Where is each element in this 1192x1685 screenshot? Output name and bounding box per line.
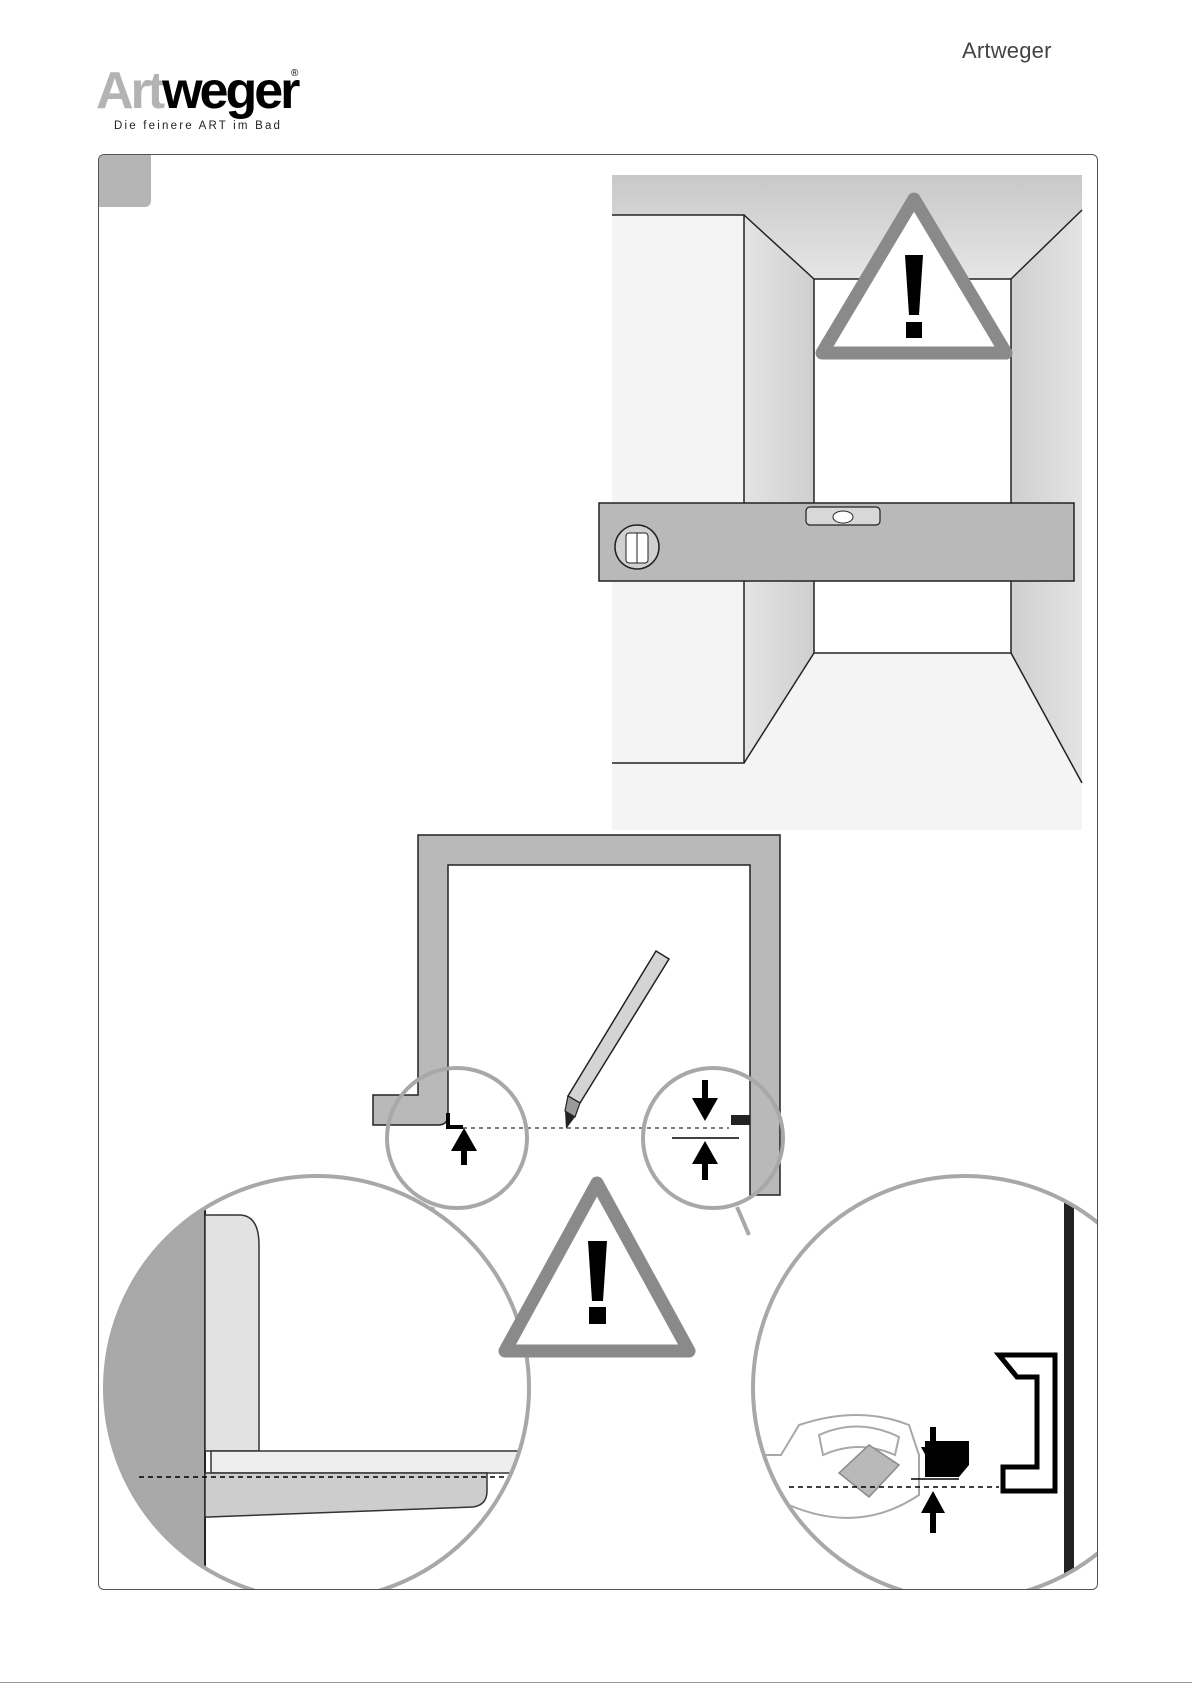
logo-wordmark: Artweger [96, 62, 297, 120]
company-logo: Artweger ® Die feinere ART im Bad [96, 62, 306, 132]
instruction-panel [98, 154, 1098, 1590]
arrow-down-icon [692, 1080, 718, 1121]
detail-seal-profile [644, 1175, 1097, 1589]
arrow-up-icon [692, 1141, 718, 1180]
warning-icon [505, 1183, 689, 1351]
shower-base-scene [373, 835, 783, 1235]
arrow-up-icon [451, 1128, 477, 1165]
instruction-illustration [99, 155, 1097, 1589]
logo-word-dark: weger [162, 62, 297, 120]
detail-wall-profile [99, 1175, 541, 1589]
logo-tagline: Die feinere ART im Bad [114, 120, 282, 132]
brand-name: Artweger [962, 38, 1052, 64]
logo-word-light: Art [96, 62, 162, 120]
footer-divider [0, 1682, 1192, 1683]
registered-mark: ® [291, 68, 298, 79]
spirit-level-icon [599, 503, 1074, 581]
shower-niche-scene [599, 175, 1082, 830]
